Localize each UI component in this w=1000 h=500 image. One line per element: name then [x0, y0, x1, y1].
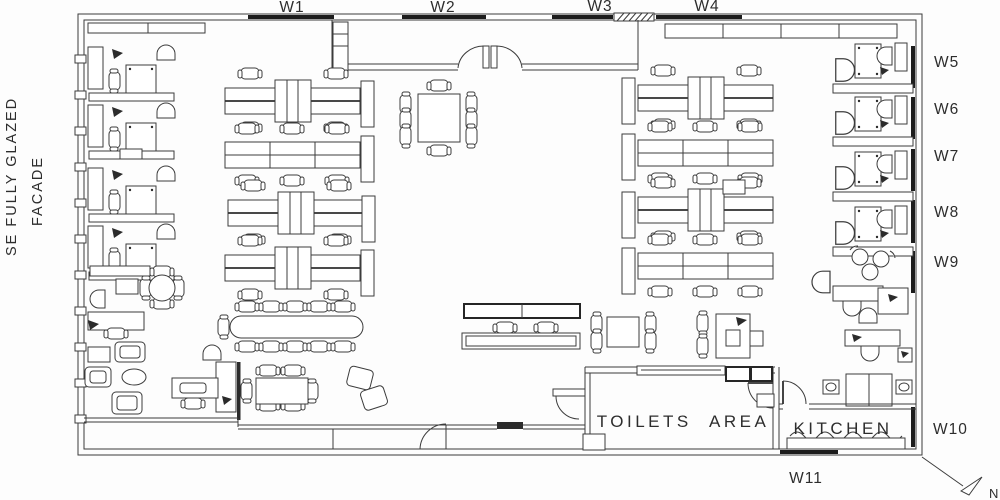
- window-label-w6: W6: [934, 101, 959, 118]
- square-table-four: [590, 311, 657, 354]
- side-armchairs: [346, 365, 388, 411]
- executive-desk: [696, 310, 764, 359]
- toilets-area: [552, 365, 780, 451]
- window-label-w7: W7: [934, 148, 959, 165]
- corridor-walls: [84, 417, 585, 450]
- workstations-left: [88, 45, 175, 280]
- north-label: N: [989, 486, 998, 500]
- entrance-vestibule: [331, 20, 639, 73]
- glazed-facade-mullions: [74, 54, 87, 424]
- kitchen-door: [782, 380, 807, 405]
- meeting-table-small: [240, 364, 388, 412]
- window-label-w8: W8: [934, 204, 959, 221]
- lounge-area: [84, 341, 147, 415]
- round-chair-cluster: [849, 245, 896, 281]
- toilets-door: [747, 382, 774, 409]
- window-label-w10: W10: [933, 421, 968, 438]
- desk-banks-right: [621, 65, 773, 297]
- window-label-w4: W4: [694, 0, 719, 15]
- hot-desk-bench: [461, 303, 581, 350]
- window-label-w3: W3: [587, 0, 612, 15]
- kitchen-sink-counter: [786, 431, 906, 450]
- window-label-w11: W11: [789, 470, 823, 487]
- window-label-w5: W5: [934, 54, 959, 71]
- desk-banks-left: [225, 68, 376, 300]
- reception-desk: [171, 344, 241, 420]
- window-label-w9: W9: [934, 254, 959, 271]
- workstations-right: [833, 43, 913, 256]
- kitchen: [779, 380, 916, 450]
- desks-right-bottom: [811, 270, 913, 407]
- top-windows: [87, 12, 898, 39]
- conference-table-small: [399, 79, 478, 157]
- north-arrow: [921, 456, 983, 496]
- conference-table-large: [217, 300, 364, 353]
- window-label-w1: W1: [279, 0, 304, 16]
- round-table-cluster: [87, 265, 185, 340]
- hatched-wall-segment: [613, 12, 655, 22]
- toilets-entry-door: [552, 388, 586, 420]
- labels: W1 W2 W3 W4 W5 W6 W7 W8 W9 W10 W11 TOILE…: [4, 0, 998, 500]
- window-label-w2: W2: [430, 0, 455, 16]
- entrance-double-door: [457, 45, 523, 69]
- kitchen-label: KITCHEN: [793, 419, 892, 438]
- facade-label-line1: SE FULLY GLAZED: [4, 97, 20, 256]
- toilets-area-label: TOILETS AREA: [597, 412, 770, 431]
- double-desk: [822, 373, 913, 407]
- facade-label-line2: FACADE: [30, 156, 46, 226]
